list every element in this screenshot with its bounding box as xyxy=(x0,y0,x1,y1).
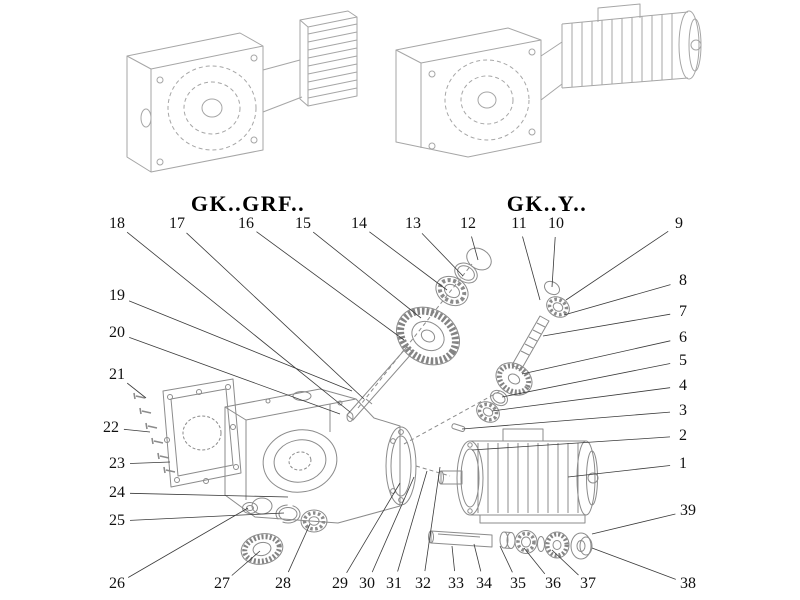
callout-16: 16 xyxy=(238,215,254,232)
mounting-screws xyxy=(133,392,176,474)
assembly-axes xyxy=(357,263,503,477)
callout-23: 23 xyxy=(109,455,125,472)
model-label-grf: GK..GRF.. xyxy=(190,191,306,216)
model-label-y: GK..Y.. xyxy=(506,191,588,216)
callout-34: 34 xyxy=(476,575,492,592)
callout-14: 14 xyxy=(351,215,367,232)
motor xyxy=(438,428,599,524)
callout-12: 12 xyxy=(460,215,476,232)
callout-30: 30 xyxy=(359,575,375,592)
assembled-view-y xyxy=(395,3,702,158)
callout-25: 25 xyxy=(109,512,125,529)
callout-7: 7 xyxy=(679,303,687,320)
callout-20: 20 xyxy=(109,324,125,341)
callout-2: 2 xyxy=(679,427,687,444)
callout-18: 18 xyxy=(109,215,125,232)
callout-39: 39 xyxy=(680,502,696,519)
callout-17: 17 xyxy=(169,215,185,232)
callout-5: 5 xyxy=(679,352,687,369)
callout-28: 28 xyxy=(275,575,291,592)
callout-37: 37 xyxy=(580,575,596,592)
callout-21: 21 xyxy=(109,366,125,383)
callout-32: 32 xyxy=(415,575,431,592)
output-shaft-kit xyxy=(428,530,593,560)
callout-26: 26 xyxy=(109,575,125,592)
callout-31: 31 xyxy=(386,575,402,592)
callout-27: 27 xyxy=(214,575,230,592)
leader-lines xyxy=(123,230,676,580)
exploded-view xyxy=(133,247,599,565)
callout-11: 11 xyxy=(511,215,527,232)
flange-plate xyxy=(162,378,242,488)
gearbox-housing xyxy=(224,388,417,524)
gear-shaft-stack xyxy=(346,247,492,422)
callout-1: 1 xyxy=(679,455,687,472)
callout-9: 9 xyxy=(675,215,683,232)
callout-22: 22 xyxy=(103,419,119,436)
callout-15: 15 xyxy=(295,215,311,232)
callout-6: 6 xyxy=(679,329,687,346)
callout-3: 3 xyxy=(679,402,687,419)
input-pinion-stack xyxy=(451,280,570,432)
callout-19: 19 xyxy=(109,287,125,304)
callout-36: 36 xyxy=(545,575,561,592)
callout-24: 24 xyxy=(109,484,125,501)
callout-35: 35 xyxy=(510,575,526,592)
callout-10: 10 xyxy=(548,215,564,232)
callout-33: 33 xyxy=(448,575,464,592)
lower-left-parts xyxy=(240,502,328,565)
callout-38: 38 xyxy=(680,575,696,592)
assembled-view-grf xyxy=(126,10,358,173)
callout-8: 8 xyxy=(679,272,687,289)
callout-29: 29 xyxy=(332,575,348,592)
callout-13: 13 xyxy=(405,215,421,232)
callout-4: 4 xyxy=(679,377,687,394)
